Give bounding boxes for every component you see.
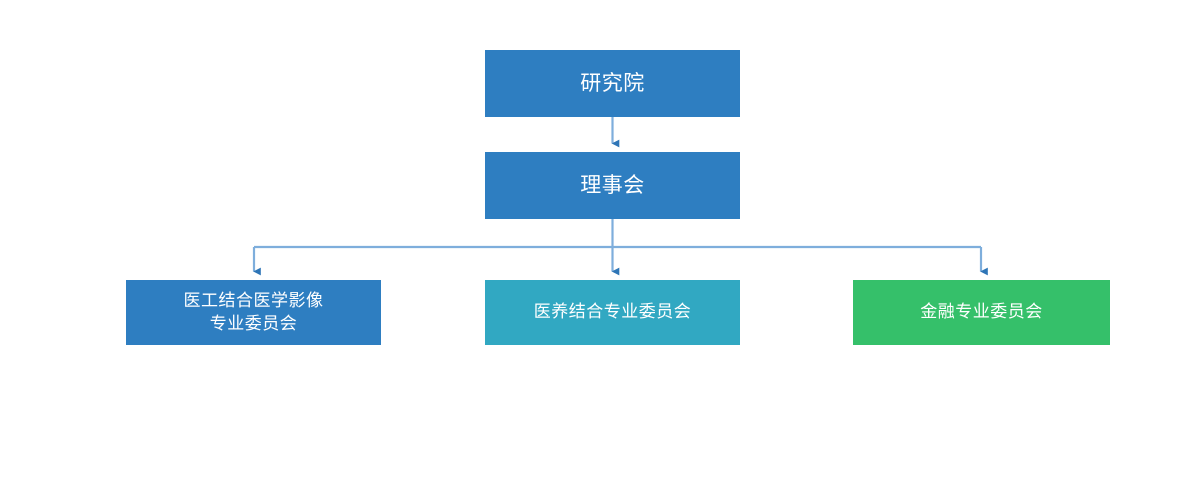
node-committee-eldercare[interactable]: 医养结合专业委员会 xyxy=(485,280,740,345)
node-committee-imaging[interactable]: 医工结合医学影像 专业委员会 xyxy=(126,280,381,345)
node-committee-imaging-label: 医工结合医学影像 专业委员会 xyxy=(183,291,324,333)
node-board[interactable]: 理事会 xyxy=(485,152,740,219)
edge-board-trunk xyxy=(254,219,981,249)
node-committee-eldercare-label: 医养结合专业委员会 xyxy=(533,302,692,322)
node-committee-finance-label: 金融专业委员会 xyxy=(920,302,1043,322)
node-institute-label: 研究院 xyxy=(580,71,645,95)
node-board-label: 理事会 xyxy=(580,173,645,197)
node-institute[interactable]: 研究院 xyxy=(485,50,740,117)
node-committee-finance[interactable]: 金融专业委员会 xyxy=(853,280,1110,345)
